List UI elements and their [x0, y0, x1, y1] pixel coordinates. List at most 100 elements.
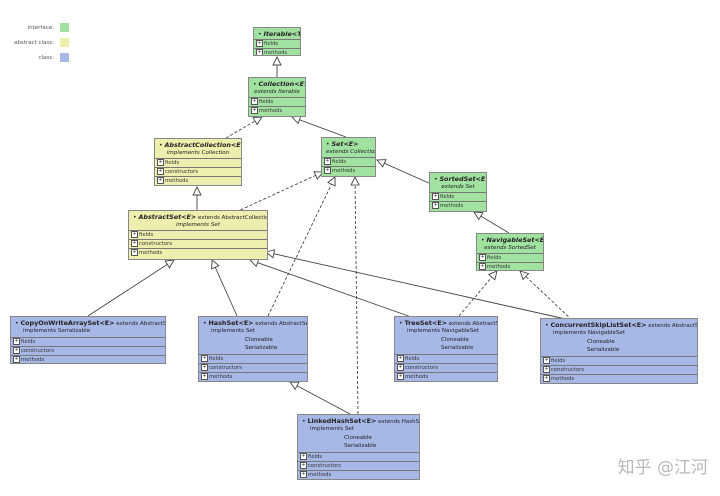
section-fields[interactable]: +fields — [477, 253, 543, 262]
expand-icon[interactable]: + — [543, 356, 550, 364]
section-fields[interactable]: +fields — [249, 97, 305, 106]
class-node-concurrent-skip[interactable]: • ConcurrentSkipListSet<E> extends Abstr… — [540, 318, 698, 384]
expand-icon[interactable]: + — [131, 231, 138, 238]
expand-icon[interactable]: + — [157, 177, 164, 184]
class-node-abstract-collection[interactable]: • AbstractCollection<E>implements Collec… — [154, 138, 242, 186]
expand-icon[interactable]: + — [543, 374, 550, 382]
section-methods[interactable]: +methods — [430, 201, 486, 210]
expand-icon[interactable]: + — [300, 470, 307, 478]
expand-icon[interactable]: + — [256, 49, 263, 55]
section-fields[interactable]: +fields — [11, 336, 165, 346]
node-title: • NavigableSet<E> — [477, 234, 543, 244]
section-constructors[interactable]: +constructors — [298, 460, 419, 470]
section-label: methods — [264, 50, 288, 56]
section-constructors[interactable]: +constructors — [11, 345, 165, 355]
expand-icon[interactable]: + — [201, 354, 208, 362]
section-methods[interactable]: +methods — [254, 48, 300, 56]
implements-label: implements — [23, 328, 58, 334]
node-title: • SortedSet<E> — [430, 173, 486, 183]
section-label: methods — [405, 373, 429, 380]
expand-icon[interactable]: + — [201, 372, 208, 380]
section-methods[interactable]: +methods — [322, 166, 375, 175]
class-node-abstract-set[interactable]: • AbstractSet<E> extends AbstractCollect… — [128, 210, 268, 260]
section-constructors[interactable]: +constructors — [541, 364, 697, 374]
section-fields[interactable]: +fields — [541, 355, 697, 365]
section-methods[interactable]: +methods — [395, 371, 497, 381]
expand-icon[interactable]: + — [131, 240, 138, 247]
expand-icon[interactable]: + — [432, 202, 439, 209]
expand-icon[interactable]: + — [157, 159, 164, 166]
node-relation: extends Set — [441, 184, 475, 190]
legend-class-swatch — [60, 53, 69, 62]
section-methods[interactable]: +methods — [477, 262, 543, 270]
expand-icon[interactable]: + — [13, 355, 20, 363]
section-fields[interactable]: +fields — [254, 39, 300, 48]
node-name: CopyOnWriteArraySet<E> — [20, 319, 115, 327]
class-node-collection[interactable]: • Collection<E>extends Iterable+fields+m… — [248, 77, 306, 117]
section-methods[interactable]: +methods — [11, 354, 165, 364]
class-node-sorted-set[interactable]: • SortedSet<E>extends Set +fields+methods — [429, 172, 487, 212]
section-label: fields — [264, 41, 279, 47]
expand-icon[interactable]: + — [157, 168, 164, 175]
section-methods[interactable]: +methods — [199, 371, 307, 381]
expand-icon[interactable]: + — [432, 193, 439, 200]
arrowhead-abstract-collection-to-collection — [252, 116, 263, 126]
expand-icon[interactable]: + — [543, 365, 550, 373]
arrowhead-navigable-set-to-sorted-set — [473, 211, 484, 221]
expand-icon[interactable]: + — [479, 263, 486, 270]
expand-icon[interactable]: + — [251, 98, 258, 105]
expand-icon[interactable]: + — [201, 363, 208, 371]
node-sections: +fields+constructors+methods — [129, 230, 267, 257]
expand-icon[interactable]: + — [131, 249, 138, 256]
expand-icon[interactable]: + — [397, 372, 404, 380]
expand-icon[interactable]: + — [397, 354, 404, 362]
section-label: methods — [332, 168, 356, 174]
section-label: fields — [139, 232, 154, 238]
edge-concurrent-skip-to-abstract-set — [265, 251, 571, 321]
class-node-tree-set[interactable]: • TreeSet<E> extends AbstractSetimplemen… — [394, 316, 498, 382]
expand-icon[interactable]: + — [324, 158, 331, 165]
section-label: fields — [551, 357, 566, 364]
section-label: fields — [21, 338, 36, 345]
class-node-copy-on-write[interactable]: • CopyOnWriteArraySet<E> extends Abstrac… — [10, 316, 166, 364]
arrowhead-abstract-set-to-set — [313, 171, 324, 180]
section-fields[interactable]: +fields — [430, 192, 486, 201]
expand-icon[interactable]: + — [13, 346, 20, 354]
expand-icon[interactable]: + — [300, 452, 307, 460]
section-methods[interactable]: +methods — [249, 106, 305, 115]
expand-icon[interactable]: + — [251, 107, 258, 114]
section-fields[interactable]: +fields — [395, 353, 497, 363]
arrowhead-linked-hash-set-to-set — [350, 175, 360, 186]
section-label: methods — [209, 373, 233, 380]
section-methods[interactable]: +methods — [298, 469, 419, 479]
section-fields[interactable]: +fields — [298, 451, 419, 461]
section-methods[interactable]: +methods — [129, 248, 267, 257]
class-node-set[interactable]: • Set<E>extends Collection+fields+method… — [321, 137, 376, 177]
expand-icon[interactable]: + — [300, 461, 307, 469]
section-methods[interactable]: +methods — [541, 373, 697, 383]
section-fields[interactable]: +fields — [129, 230, 267, 239]
section-fields[interactable]: +fields — [199, 353, 307, 363]
section-constructors[interactable]: +constructors — [395, 362, 497, 372]
section-constructors[interactable]: +constructors — [199, 362, 307, 372]
expand-icon[interactable]: + — [324, 167, 331, 174]
expand-icon[interactable]: + — [479, 254, 486, 261]
section-constructors[interactable]: +constructors — [155, 167, 241, 176]
expand-icon[interactable]: + — [13, 337, 20, 345]
bullet-icon: • — [258, 31, 264, 38]
expand-icon[interactable]: + — [256, 40, 263, 47]
class-node-navigable-set[interactable]: • NavigableSet<E>extends SortedSet+field… — [476, 233, 544, 271]
implements-value: Serializable — [57, 328, 91, 334]
implements-label: implements — [310, 426, 345, 432]
implements-label: implements — [407, 328, 442, 334]
section-constructors[interactable]: +constructors — [129, 239, 267, 248]
expand-icon[interactable]: + — [397, 363, 404, 371]
section-label: fields — [332, 159, 347, 165]
section-methods[interactable]: +methods — [155, 176, 241, 185]
node-title: • ConcurrentSkipListSet<E> extends Abstr… — [541, 319, 697, 329]
section-fields[interactable]: +fields — [155, 158, 241, 167]
class-node-iterable[interactable]: • Iterable<T>+fields+methods — [253, 27, 301, 56]
section-fields[interactable]: +fields — [322, 157, 375, 166]
